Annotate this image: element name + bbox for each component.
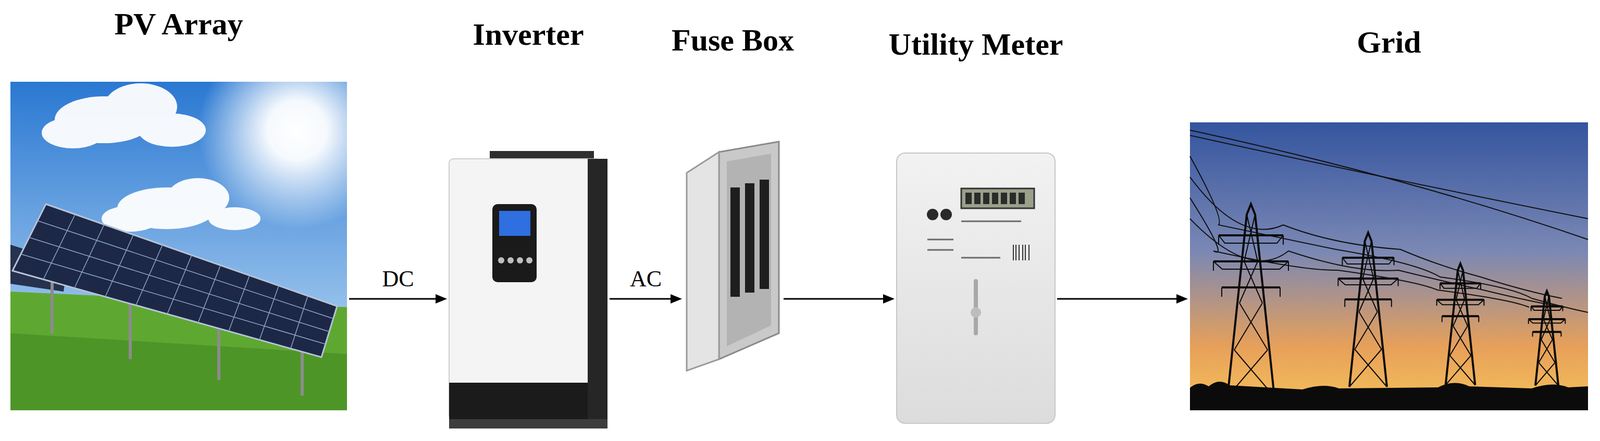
flow-arrow [609, 294, 682, 304]
flow-arrow [783, 294, 895, 304]
component-node: PV Array [10, 6, 347, 411]
component-title: PV Array [114, 6, 243, 42]
flow-arrow [349, 294, 448, 304]
fuse-box-picture [686, 141, 779, 371]
component-title: Grid [1356, 25, 1421, 60]
flow-arrow [1057, 294, 1188, 304]
component-node: Grid [1189, 25, 1589, 411]
grid-picture [1189, 122, 1589, 411]
component-title: Fuse Box [671, 22, 795, 58]
component-node: Utility Meter [896, 27, 1056, 424]
component-title: Inverter [472, 17, 584, 52]
utility-meter-picture [896, 153, 1056, 424]
component-node: Fuse Box [684, 22, 782, 378]
inverter-picture [449, 151, 608, 429]
component-title: Utility Meter [888, 27, 1064, 62]
edge-label: DC [381, 266, 414, 292]
edge-label: AC [629, 266, 662, 292]
component-node: Inverter [449, 17, 608, 429]
pv-array-picture [10, 31, 396, 411]
